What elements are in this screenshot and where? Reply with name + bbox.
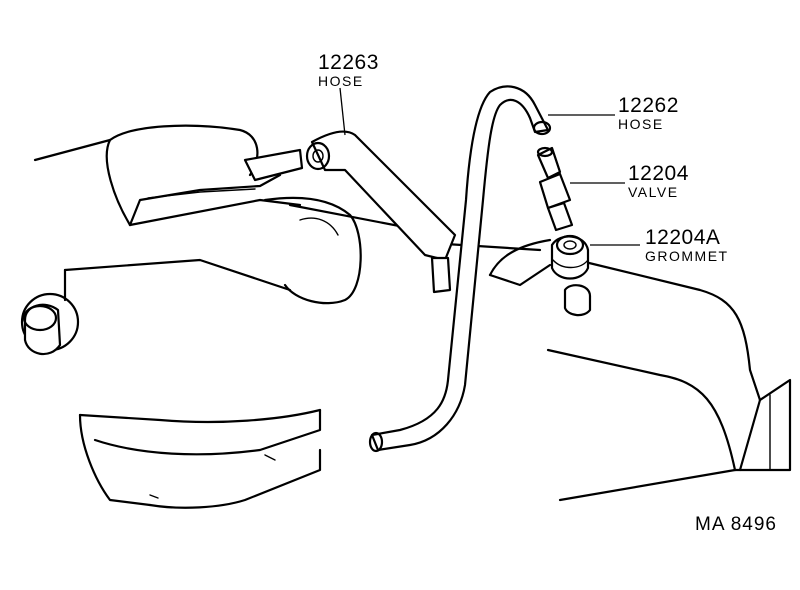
- callout-12204: 12204 VALVE: [628, 163, 689, 199]
- engine-housing-outline: [33, 124, 792, 509]
- valve-12204: [536, 146, 574, 232]
- grommet-12204A: [550, 234, 592, 317]
- part-name: VALVE: [628, 184, 679, 200]
- breather-cap: [20, 292, 80, 356]
- part-number: 12204: [628, 162, 689, 185]
- hose-12262: [368, 85, 552, 453]
- part-name: HOSE: [618, 116, 664, 132]
- hose-12263: [243, 130, 457, 294]
- part-number: 12262: [618, 94, 679, 117]
- callout-12262: 12262 HOSE: [618, 95, 679, 131]
- reference-code: MA 8496: [695, 514, 777, 535]
- part-name: HOSE: [318, 73, 364, 89]
- part-number: 12204A: [645, 226, 721, 249]
- part-name: GROMMET: [645, 248, 729, 264]
- leader-lines: [339, 87, 640, 246]
- part-number: 12263: [318, 51, 379, 74]
- callout-12204A: 12204A GROMMET: [645, 227, 729, 263]
- callout-12263: 12263 HOSE: [318, 52, 379, 88]
